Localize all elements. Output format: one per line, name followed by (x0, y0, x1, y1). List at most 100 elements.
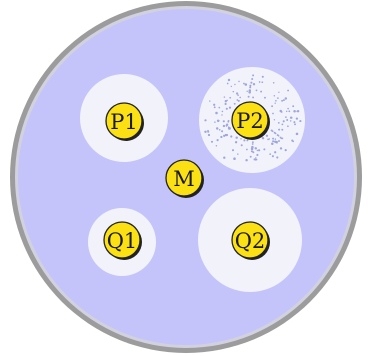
colony-dot (213, 106, 216, 109)
colony-dot (250, 81, 253, 84)
colony-dot (248, 91, 251, 94)
colony-dot (218, 128, 221, 131)
colony-dot (246, 148, 248, 151)
disk-label-q1: Q1 (107, 229, 138, 253)
colony-dot (272, 140, 275, 143)
colony-dot (281, 128, 284, 131)
colony-dot (250, 150, 253, 153)
colony-dot (277, 122, 280, 124)
colony-dot (228, 127, 231, 130)
disk-q1: Q1 (103, 221, 142, 260)
colony-dot (231, 149, 235, 152)
colony-dot (289, 120, 292, 122)
colony-dot (261, 137, 265, 140)
colony-dot (280, 137, 283, 140)
colony-dot (218, 106, 221, 109)
colony-dot (240, 144, 243, 147)
colony-dot (274, 102, 276, 104)
colony-dot (223, 156, 226, 159)
colony-dot (292, 140, 295, 143)
colony-dot (233, 157, 236, 160)
disk-p1: P1 (105, 102, 144, 141)
colony-dot (224, 100, 227, 103)
colony-dot (278, 128, 281, 131)
colony-dot (223, 96, 226, 98)
colony-dot (210, 140, 214, 143)
colony-dot (292, 105, 295, 108)
colony-dot (293, 109, 296, 113)
colony-dot (278, 91, 280, 94)
colony-dot (274, 140, 277, 143)
colony-dot (284, 149, 287, 152)
colony-dot (252, 96, 255, 99)
resistant-colonies-p2 (204, 74, 302, 162)
colony-dot (255, 157, 257, 159)
colony-dot (213, 103, 216, 106)
colony-dot (274, 132, 277, 135)
colony-dot (227, 120, 230, 123)
colony-dot (296, 110, 299, 113)
colony-dot (295, 117, 299, 120)
colony-dot (299, 120, 302, 123)
colony-dot (293, 121, 296, 124)
colony-dot (249, 86, 252, 89)
colony-dot (282, 120, 285, 123)
colony-dot (271, 142, 274, 146)
colony-dot (265, 134, 269, 137)
colony-dot (256, 153, 259, 157)
colony-dot (220, 135, 223, 139)
colony-dot (251, 78, 254, 80)
colony-dot (246, 90, 248, 93)
colony-dot (251, 141, 254, 144)
colony-dot (216, 139, 219, 142)
colony-dot (274, 151, 277, 154)
colony-dot (257, 149, 261, 152)
colony-dot (237, 153, 239, 155)
colony-dot (215, 111, 218, 115)
colony-dot (223, 134, 226, 137)
colony-dot (215, 127, 219, 130)
colony-dot (250, 147, 254, 151)
colony-dot (237, 99, 240, 102)
colony-dot (227, 78, 231, 82)
disk-m: M (165, 159, 204, 198)
colony-dot (226, 99, 228, 102)
colony-dot (222, 124, 226, 128)
disk-label-q2: Q2 (235, 229, 266, 253)
colony-dot (204, 119, 207, 122)
colony-dot (279, 109, 282, 113)
colony-dot (239, 96, 242, 99)
colony-dot (215, 144, 218, 147)
colony-dot (237, 94, 239, 96)
colony-dot (221, 110, 224, 113)
colony-dot (214, 121, 216, 123)
colony-dot (235, 136, 238, 139)
colony-dot (274, 138, 277, 140)
colony-dot (263, 148, 266, 151)
colony-dot (240, 138, 242, 140)
disk-q2: Q2 (231, 221, 270, 260)
colony-dot (281, 123, 284, 126)
colony-dot (290, 116, 293, 119)
colony-dot (275, 99, 277, 102)
colony-dot (277, 135, 280, 137)
colony-dot (230, 85, 233, 88)
colony-dot (286, 119, 289, 121)
colony-dot (277, 97, 279, 99)
colony-dot (243, 139, 246, 142)
colony-dot (228, 106, 232, 109)
colony-dot (273, 94, 276, 97)
colony-dot (216, 119, 220, 122)
colony-dot (247, 95, 250, 98)
colony-dot (236, 99, 239, 101)
colony-dot (255, 158, 258, 161)
colony-dot (261, 81, 264, 84)
colony-dot (271, 155, 274, 158)
colony-dot (258, 81, 261, 83)
colony-dot (287, 107, 289, 110)
colony-dot (273, 119, 276, 121)
colony-dot (222, 120, 225, 123)
colony-dot (235, 92, 239, 95)
colony-dot (264, 96, 266, 99)
